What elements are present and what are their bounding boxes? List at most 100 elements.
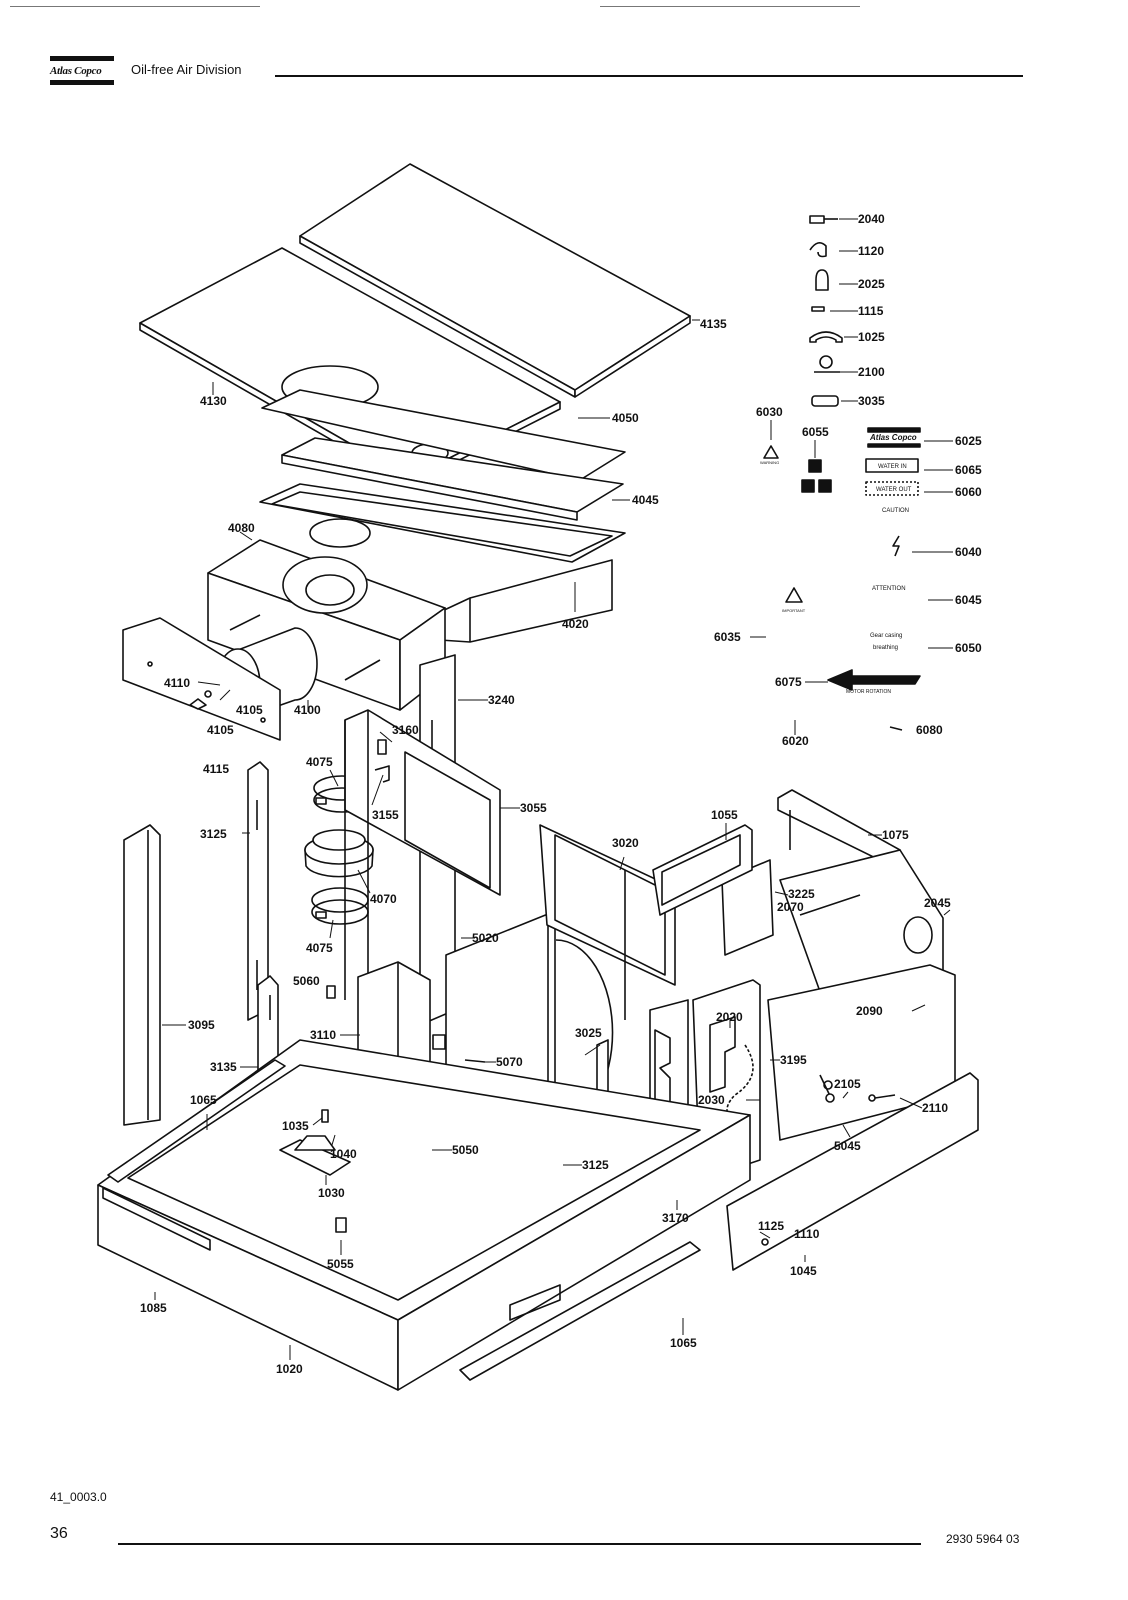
decal-texts: Atlas Copco WATER IN WATER OUT CAUTION A…: [760, 433, 917, 695]
callout-6050: 6050: [955, 641, 982, 655]
wing-nut-4105: [189, 690, 212, 710]
callout-6045: 6045: [955, 593, 982, 607]
callout-1040: 1040: [330, 1147, 357, 1161]
callout-5050: 5050: [452, 1143, 479, 1157]
voltage-decal-6040: [892, 535, 900, 557]
decal-important: IMPORTANT: [782, 608, 806, 613]
callout-6055: 6055: [802, 425, 829, 439]
callout-1045: 1045: [790, 1264, 817, 1278]
decal-logo-text: Atlas Copco: [869, 433, 917, 442]
callout-4130: 4130: [200, 394, 227, 408]
callout-3155: 3155: [372, 808, 399, 822]
cooler-housing-2045: [779, 849, 944, 1001]
callout-3125-right: 3125: [582, 1158, 609, 1172]
water-out-decal-6060: [865, 481, 919, 496]
side-cover-1065: [459, 1241, 701, 1381]
water-in-decal-6065: [865, 458, 919, 473]
warning-decal-6030: [763, 445, 779, 459]
callout-4050: 4050: [612, 411, 639, 425]
clip-2040: [809, 215, 838, 224]
callout-2070: 2070: [777, 900, 804, 914]
bolt-1035: [321, 1109, 329, 1123]
callout-4135: 4135: [700, 317, 727, 331]
callout-3160: 3160: [392, 723, 419, 737]
callout-3025: 3025: [575, 1026, 602, 1040]
header-rule: [275, 75, 1023, 77]
callout-1055: 1055: [711, 808, 738, 822]
gasket-frame-1055: [652, 824, 753, 916]
duct-panel-3225: [721, 859, 774, 956]
callout-1115: 1115: [858, 304, 884, 318]
callout-2045: 2045: [924, 896, 951, 910]
callout-3020: 3020: [612, 836, 639, 850]
decal-motor-rotation: MOTOR ROTATION: [846, 689, 891, 695]
callout-4100: 4100: [294, 703, 321, 717]
footer-rule: [118, 1543, 921, 1545]
callout-1065-right: 1065: [670, 1336, 697, 1350]
callout-4020: 4020: [562, 617, 589, 631]
callout-2040: 2040: [858, 212, 885, 226]
drawing-number: 41_0003.0: [50, 1490, 107, 1504]
callout-6035: 6035: [714, 630, 741, 644]
callout-1110: 1110: [794, 1227, 820, 1241]
callout-3225: 3225: [788, 887, 815, 901]
decal-gear-casing: Gear casing: [870, 633, 902, 639]
logo-bar-top: [50, 56, 114, 61]
callout-3125-left: 3125: [200, 827, 227, 841]
motor-plate-4115: [122, 617, 281, 741]
callout-5055: 5055: [327, 1257, 354, 1271]
leader-lines: [154, 218, 953, 1360]
atlas-copco-logo: Atlas Copco: [50, 56, 114, 88]
callout-4115: 4115: [203, 762, 229, 776]
callout-4105-a: 4105: [236, 703, 263, 717]
callout-4045: 4045: [632, 493, 659, 507]
callout-1120: 1120: [858, 244, 884, 258]
sensor-5045: [825, 1093, 835, 1103]
callout-3135: 3135: [210, 1060, 237, 1074]
callout-4105-b: 4105: [207, 723, 234, 737]
callout-6020: 6020: [782, 734, 809, 748]
callout-6025: 6025: [955, 434, 982, 448]
callout-5060: 5060: [293, 974, 320, 988]
switch-5055: [335, 1217, 347, 1233]
callout-1085: 1085: [140, 1301, 167, 1315]
spacer-1115: [811, 306, 825, 312]
callout-3095: 3095: [188, 1018, 215, 1032]
rail-1045: [726, 1072, 979, 1271]
screw-1125: [761, 1238, 769, 1246]
corner-post-3125: [247, 761, 269, 1021]
buffer-3035: [811, 395, 839, 407]
callout-2030: 2030: [698, 1093, 725, 1107]
screw-5070: [464, 1059, 486, 1063]
decal-warning: WARNING: [760, 460, 779, 465]
bolt-2110: [868, 1094, 896, 1102]
callout-2105: 2105: [834, 1077, 861, 1091]
callout-labels: 2040 1120 2025 1115 1025 2100 3035 4135 …: [140, 212, 982, 1376]
callout-3110: 3110: [310, 1028, 336, 1042]
callout-6075: 6075: [775, 675, 802, 689]
logo-wordmark: Atlas Copco: [50, 65, 102, 77]
bracket-3155: [374, 765, 390, 783]
callout-2110: 2110: [922, 1101, 948, 1115]
callout-3195: 3195: [780, 1053, 807, 1067]
callout-1125: 1125: [758, 1219, 784, 1233]
callout-4075-upper: 4075: [306, 755, 333, 769]
roof-panel-4135: [299, 163, 691, 398]
callout-4110: 4110: [164, 676, 190, 690]
clamp-2100: [814, 355, 840, 373]
callout-5020: 5020: [472, 931, 499, 945]
callout-4080: 4080: [228, 521, 255, 535]
callout-1065-left: 1065: [190, 1093, 217, 1107]
base-plinth-1020: [97, 1039, 751, 1391]
callout-1030: 1030: [318, 1186, 345, 1200]
side-panel-3095: [123, 824, 161, 1126]
mount-1030: [279, 1135, 351, 1176]
callout-3240: 3240: [488, 693, 515, 707]
callout-6030: 6030: [756, 405, 783, 419]
handle-1025: [809, 331, 843, 343]
callout-6040: 6040: [955, 545, 982, 559]
logo-decal-6025: [867, 427, 921, 448]
hose-clamp-4075-lower: [311, 887, 369, 925]
callout-5070: 5070: [496, 1055, 523, 1069]
